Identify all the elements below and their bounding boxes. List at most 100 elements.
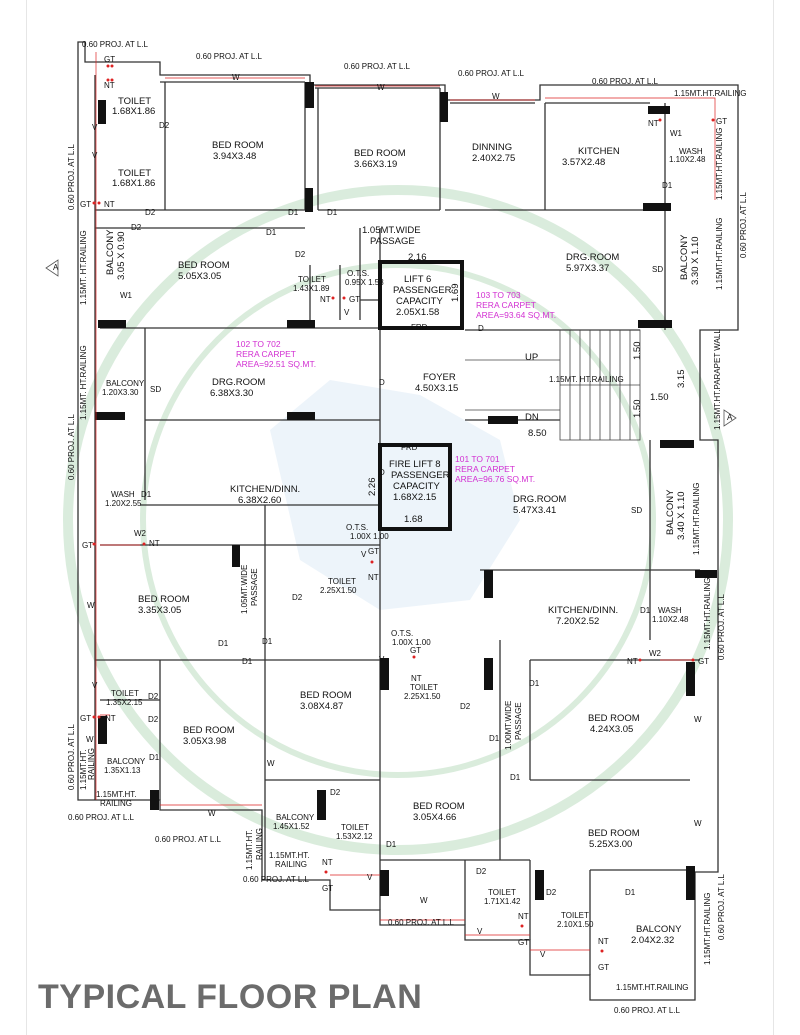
plan-label: NT <box>368 573 379 582</box>
room-dim: 1.43X1.89 <box>293 284 330 293</box>
room-dim: 1.53X2.12 <box>336 832 373 841</box>
railing-labels: 1.15MT. HT.RAILING 1.15MT. HT.RAILING 1.… <box>79 89 746 992</box>
plan-label: D2 <box>131 223 142 232</box>
room-dim: 1.35X1.13 <box>104 766 141 775</box>
room-name: WASH <box>658 606 682 615</box>
room-dim: 4.24X3.05 <box>590 724 633 735</box>
plan-label: A <box>727 413 733 422</box>
plan-label: NT <box>322 858 333 867</box>
plan-label: DN <box>525 412 539 423</box>
room-dim: 1.71X1.42 <box>484 897 521 906</box>
room-name: TOILET <box>118 96 151 107</box>
plan-label: 1.15MT.HT.RAILING <box>674 89 746 98</box>
plan-label: GT <box>410 646 421 655</box>
plan-label: 0.60 PROJ. AT L.L <box>344 62 411 71</box>
room-name: BED ROOM <box>588 713 640 724</box>
plan-label: CAPACITY <box>396 296 443 307</box>
plan-label: RAILING <box>255 828 264 860</box>
plan-label: D2 <box>546 888 557 897</box>
rera-area-1: AREA=96.76 SQ.MT. <box>455 474 535 484</box>
room-name: KITCHEN/DINN. <box>230 484 300 495</box>
fire-lift-8-labels: FIRE LIFT 8 PASSENGER CAPACITY 1.68X2.15… <box>367 459 450 525</box>
balcony-vertical: BALCONY <box>665 489 676 535</box>
room-dim: 5.97X3.37 <box>566 263 609 274</box>
plan-label: NT <box>518 912 529 921</box>
plan-label: 1.15MT.HT. <box>96 790 136 799</box>
room-dim: 1.00X 1.00 <box>392 638 431 647</box>
passage-label: 1.00MT.WIDE <box>504 701 513 750</box>
plan-label: RAILING <box>87 748 96 780</box>
room-name: BED ROOM <box>300 690 352 701</box>
columns <box>95 82 717 900</box>
plan-label: NT <box>149 539 160 548</box>
plan-label: V <box>361 550 367 559</box>
room-name: TOILET <box>298 275 326 284</box>
plan-label: V <box>92 151 98 160</box>
plan-label: 0.60 PROJ. AT L.L <box>592 77 659 86</box>
railing-lines <box>95 52 716 951</box>
room-name: BED ROOM <box>212 140 264 151</box>
plan-label: GT <box>322 884 333 893</box>
plan-label: 1.15MT.HT.RAILING <box>715 128 724 200</box>
room-dim: 3.66X3.19 <box>354 159 397 170</box>
plan-label: 0.60 PROJ. AT L.L <box>67 413 76 480</box>
fire-lift-8-shaft <box>378 443 452 531</box>
plan-label: W1 <box>120 291 133 300</box>
plan-label: D1 <box>327 208 338 217</box>
room-name: TOILET <box>328 577 356 586</box>
plan-label: 0.60 PROJ. AT L.L <box>717 593 726 660</box>
room-dim: 4.50X3.15 <box>415 383 458 394</box>
room-dim: 3.05X3.98 <box>183 736 226 747</box>
balcony-vertical-dim: 3.40 X 1.10 <box>676 491 687 540</box>
room-name: TOILET <box>561 911 589 920</box>
plan-label: SD <box>150 385 161 394</box>
plan-label: 1.50 <box>632 342 643 361</box>
plan-label: V <box>477 927 483 936</box>
plan-label: 2.05X1.58 <box>396 307 439 318</box>
rera-area-3: AREA=93.64 SQ.MT. <box>476 310 556 320</box>
room-dim: 7.20X2.52 <box>556 616 599 627</box>
plan-label: 0.60 PROJ. AT L.L <box>67 723 76 790</box>
room-dim: 1.68X1.86 <box>112 106 155 117</box>
plan-label: W <box>694 715 702 724</box>
plan-label: NT <box>598 937 609 946</box>
room-dim: 3.35X3.05 <box>138 605 181 616</box>
plan-label: V <box>92 123 98 132</box>
room-name: TOILET <box>488 888 516 897</box>
plan-label: 0.60 PROJ. AT L.L <box>739 191 748 258</box>
plan-label: V <box>367 873 373 882</box>
plan-label: D1 <box>288 208 299 217</box>
plan-label: V <box>92 681 98 690</box>
plan-label: 0.60 PROJ. AT L.L <box>614 1006 681 1015</box>
plan-label: UP <box>525 352 538 363</box>
plan-label: 1.15MT.HT.PARAPET WALL <box>713 329 722 430</box>
plan-label: D1 <box>625 888 636 897</box>
plan-label: GT <box>598 963 609 972</box>
room-name: BALCONY <box>107 757 146 766</box>
balcony-vertical-dim: 3.05 X 0.90 <box>116 231 127 280</box>
plan-label: D1 <box>242 657 253 666</box>
lift-6-shaft <box>378 260 464 330</box>
plan-label: 1.15MT.HT. <box>245 830 254 870</box>
plan-label: W <box>377 83 385 92</box>
room-name: FOYER <box>423 372 456 383</box>
plan-label: D1 <box>386 840 397 849</box>
room-labels: TOILET 1.68X1.86 BED ROOM 3.94X3.48 BED … <box>102 96 706 946</box>
plan-label: 1.15MT. HT.RAILING <box>79 345 88 420</box>
plan-label: D2 <box>330 788 341 797</box>
plan-label: 1.15MT.HT.RAILING <box>692 483 701 555</box>
plan-label: W <box>208 809 216 818</box>
plan-label: W <box>87 601 95 610</box>
gt-nt-marks: GT NT NT GT GT NT NT GT GT GT NT GT GT N… <box>80 55 727 972</box>
passage-label: PASSAGE <box>514 702 523 740</box>
plan-label: 1.15MT. HT.RAILING <box>549 375 624 384</box>
page-frame <box>26 0 774 1035</box>
plan-label: D2 <box>148 715 159 724</box>
plan-label: GT <box>368 547 379 556</box>
room-dim: 0.95X 1.58 <box>345 278 384 287</box>
plan-label: FRD <box>411 323 428 332</box>
plan-label: W2 <box>134 529 147 538</box>
gt-nt-dots <box>92 64 715 953</box>
plan-label: 1.15MT.HT.RAILING <box>703 578 712 650</box>
